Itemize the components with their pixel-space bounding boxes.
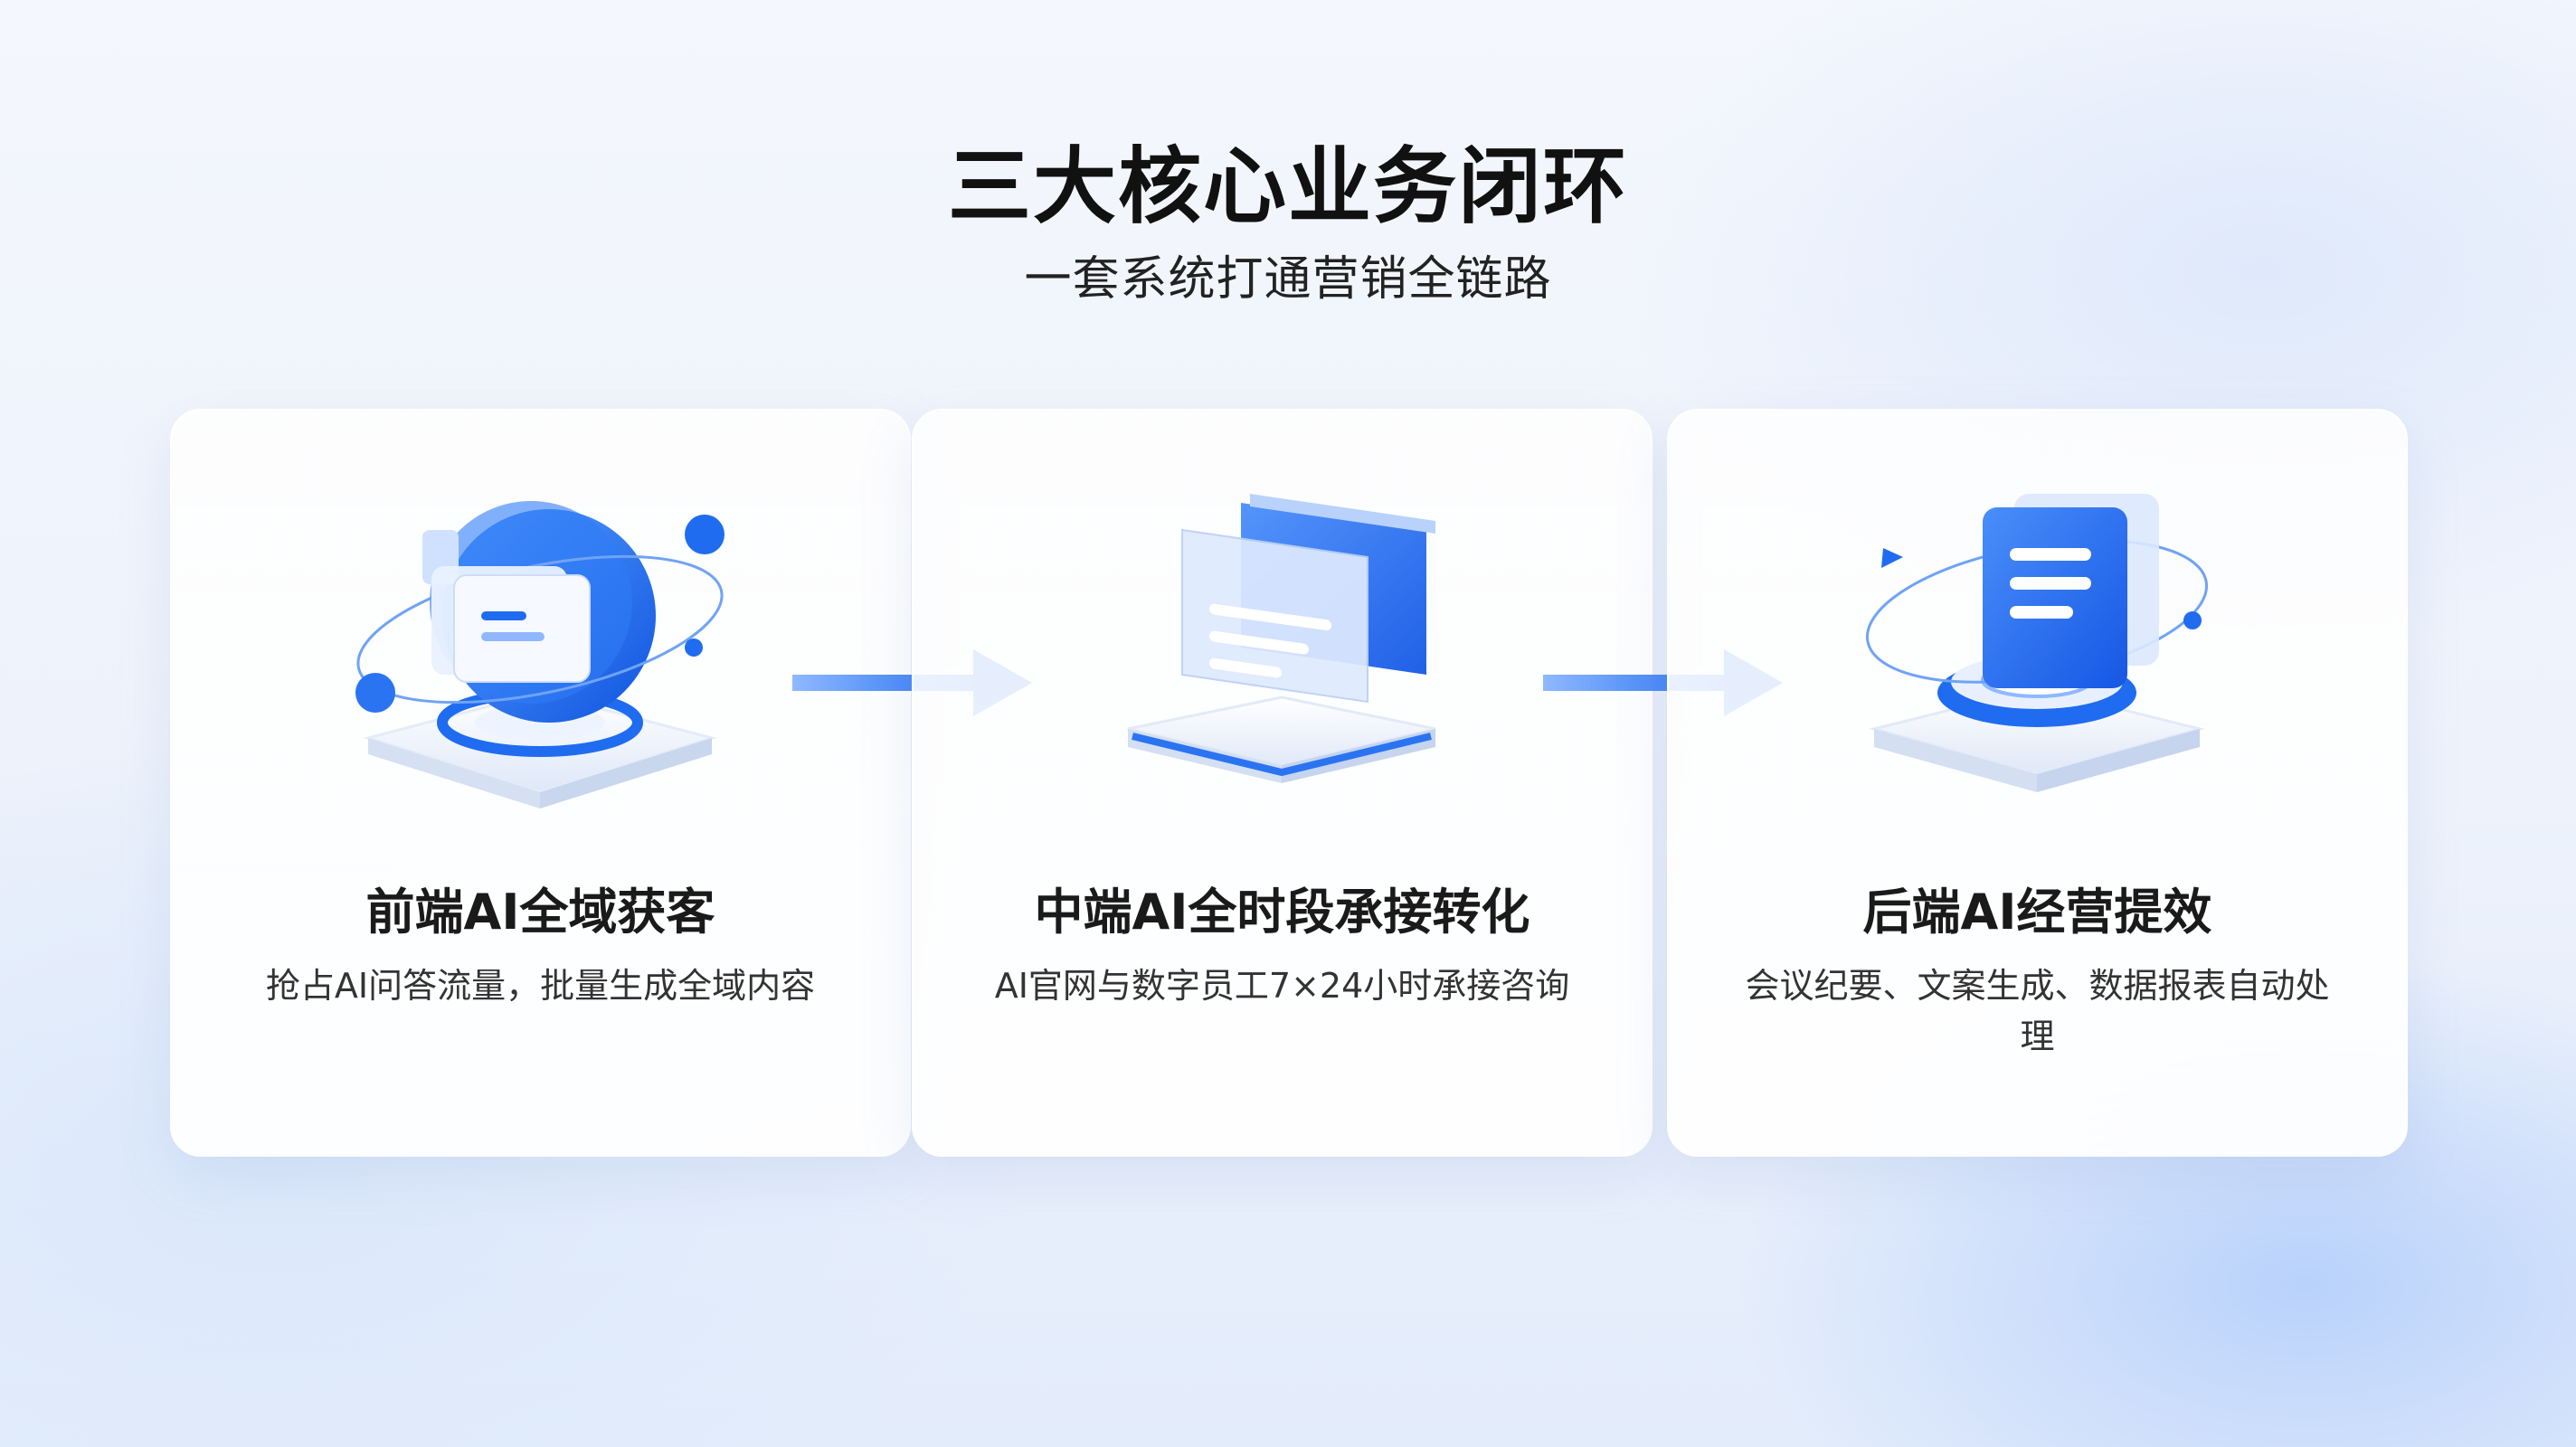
card-backend-efficiency: 后端AI经营提效 会议纪要、文案生成、数据报表自动处理	[1667, 409, 2408, 1157]
card-frontend-acquisition: 前端AI全域获客 抢占AI问答流量，批量生成全域内容	[170, 409, 911, 1157]
document-orbit-icon	[1865, 494, 2209, 792]
card-description: 抢占AI问答流量，批量生成全域内容	[265, 966, 816, 1006]
card-title: 中端AI全时段承接转化	[1034, 884, 1530, 941]
card-description: AI官网与数字员工7×24小时承接咨询	[994, 966, 1570, 1006]
card-midend-conversion: 中端AI全时段承接转化 AI官网与数字员工7×24小时承接咨询	[912, 409, 1653, 1157]
stacked-screens-icon	[1127, 494, 1436, 783]
flag-globe-icon	[355, 501, 724, 809]
page-title: 三大核心业务闭环	[947, 138, 1628, 235]
card-title: 后端AI经营提效	[1862, 884, 2212, 941]
card-title: 前端AI全域获客	[365, 884, 715, 941]
page-subtitle: 一套系统打通营销全链路	[1024, 252, 1552, 307]
card-description: 会议纪要、文案生成、数据报表自动处理	[1745, 966, 2330, 1056]
